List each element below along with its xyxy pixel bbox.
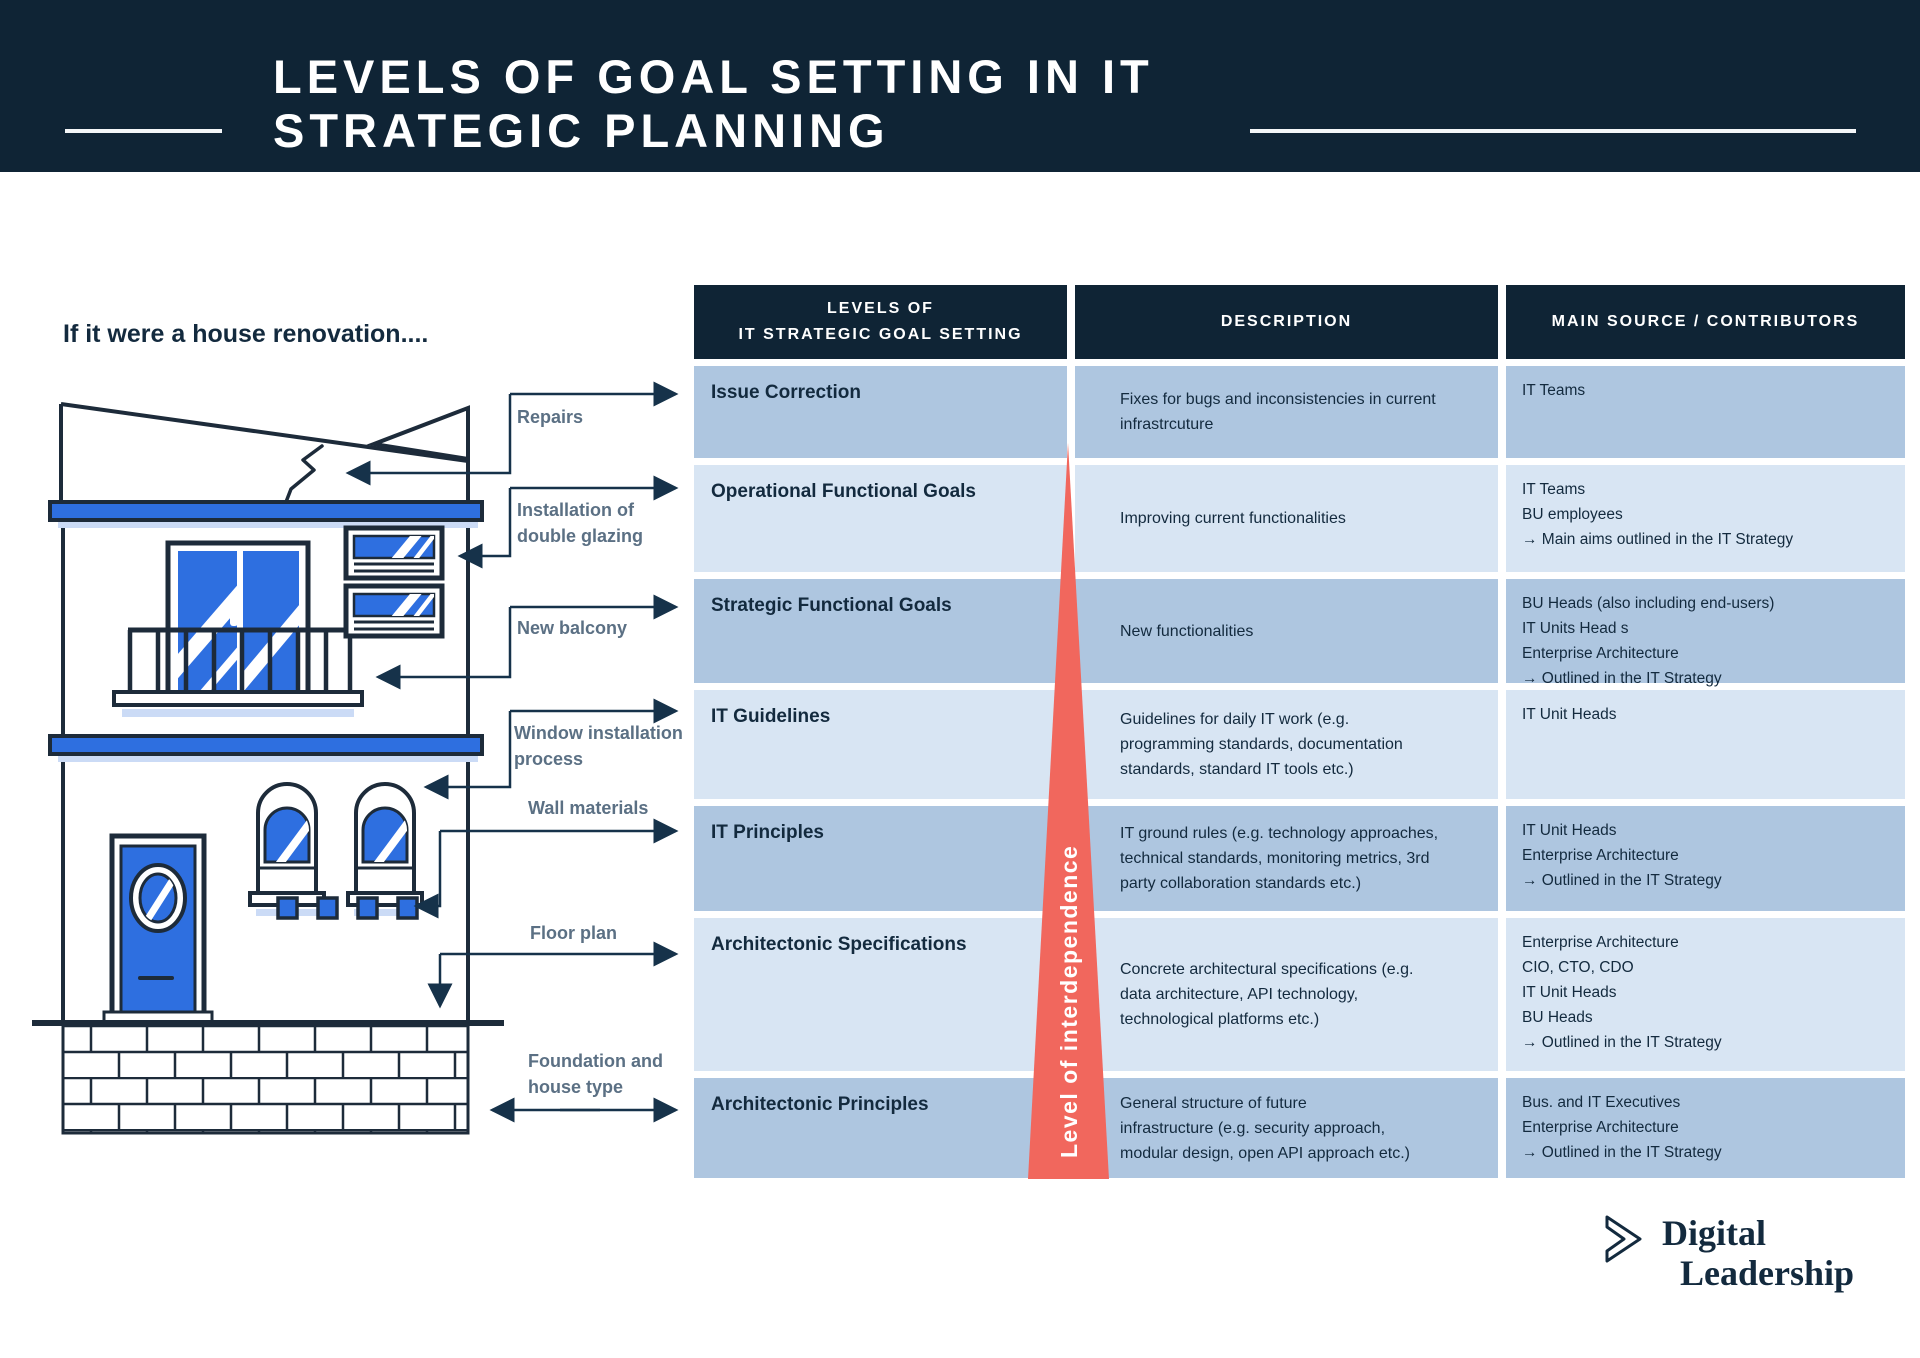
logo-wordmark-line1: Digital xyxy=(1662,1213,1766,1253)
title-rule-right xyxy=(1250,129,1856,133)
wall-vent-squares xyxy=(276,896,419,920)
contributors-issue-correction: IT Teams xyxy=(1506,366,1905,458)
level-strategic-functional-goals: Strategic Functional Goals xyxy=(694,579,1067,683)
connector-arrows xyxy=(345,381,679,1123)
foundation-bricks xyxy=(32,1020,504,1135)
double-glazing-windows xyxy=(343,525,445,639)
house-caption: If it were a house renovation.... xyxy=(63,320,429,348)
level-it-principles: IT Principles xyxy=(694,806,1067,911)
column-header-contributors: MAIN SOURCE / CONTRIBUTORS xyxy=(1506,285,1905,359)
house-label-wall-materials: Wall materials xyxy=(528,798,649,818)
house-label-foundation: Foundation and house type xyxy=(528,1051,663,1097)
logo-chevron-icon xyxy=(1605,1215,1642,1263)
entrance-door xyxy=(102,833,214,1025)
description-strategic-functional-goals: New functionalities xyxy=(1075,579,1498,683)
contributors-architectonic-specifications: Enterprise Architecture CIO, CTO, CDO IT… xyxy=(1506,918,1905,1071)
house-roof xyxy=(59,402,470,505)
contributors-operational-functional-goals: IT Teams BU employees → Main aims outlin… xyxy=(1506,465,1905,572)
floor-band-lower xyxy=(48,734,484,762)
description-architectonic-principles: General structure of future infrastructu… xyxy=(1075,1078,1498,1178)
description-architectonic-specifications: Concrete architectural specifications (e… xyxy=(1075,918,1498,1071)
house-label-double-glazing: Installation of double glazing xyxy=(517,500,643,546)
level-architectonic-principles: Architectonic Principles xyxy=(694,1078,1067,1178)
level-operational-functional-goals: Operational Functional Goals xyxy=(694,465,1067,572)
house-label-window-installation: Window installation process xyxy=(514,723,683,769)
crack-icon xyxy=(284,444,324,504)
description-it-principles: IT ground rules (e.g. technology approac… xyxy=(1075,806,1498,911)
description-issue-correction: Fixes for bugs and inconsistencies in cu… xyxy=(1075,366,1498,458)
column-header-description: DESCRIPTION xyxy=(1075,285,1498,359)
house-label-repairs: Repairs xyxy=(517,407,584,427)
house-label-new-balcony: New balcony xyxy=(517,618,628,638)
column-header-levels: LEVELS OF IT STRATEGIC GOAL SETTING xyxy=(694,285,1067,359)
contributors-architectonic-principles: Bus. and IT Executives Enterprise Archit… xyxy=(1506,1078,1905,1178)
page-title: LEVELS OF GOAL SETTING IN IT STRATEGIC P… xyxy=(273,50,1154,157)
contributors-it-guidelines: IT Unit Heads xyxy=(1506,690,1905,799)
logo-wordmark-line2: Leadership xyxy=(1680,1253,1855,1293)
contributors-strategic-functional-goals: BU Heads (also including end-users) IT U… xyxy=(1506,579,1905,687)
house-label-floor-plan: Floor plan xyxy=(530,923,617,943)
level-it-guidelines: IT Guidelines xyxy=(694,690,1067,799)
contributors-it-principles: IT Unit Heads Enterprise Architecture → … xyxy=(1506,806,1905,911)
balcony-railing xyxy=(112,627,364,717)
description-it-guidelines: Guidelines for daily IT work (e.g. progr… xyxy=(1075,690,1498,799)
floor-band-upper xyxy=(48,500,484,528)
description-operational-functional-goals: Improving current functionalities xyxy=(1075,465,1498,572)
level-architectonic-specifications: Architectonic Specifications xyxy=(694,918,1067,1071)
goal-setting-table: LEVELS OF IT STRATEGIC GOAL SETTING DESC… xyxy=(694,285,1905,1178)
level-issue-correction: Issue Correction xyxy=(694,366,1067,458)
header-banner: LEVELS OF GOAL SETTING IN IT STRATEGIC P… xyxy=(0,0,1920,172)
title-rule-left xyxy=(65,129,222,133)
